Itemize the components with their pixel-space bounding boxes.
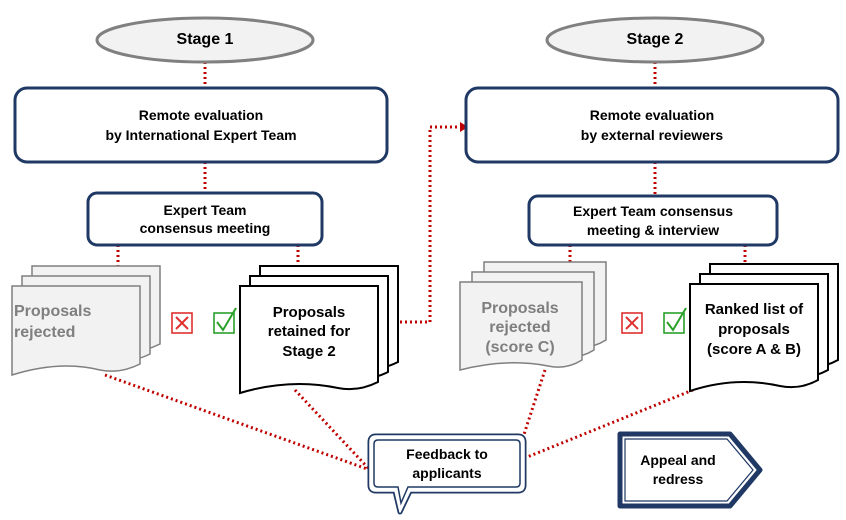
arrowhead (460, 122, 468, 132)
connector-retained-to-feedback (293, 388, 372, 472)
stage1-title: Stage 1 (176, 31, 234, 49)
stage2-title: Stage 2 (626, 31, 684, 49)
consensus-box-2 (527, 194, 779, 247)
feedback-callout-inner (373, 439, 521, 506)
consensus-box-1 (86, 191, 324, 247)
ranked-docs (689, 263, 839, 393)
accept-icon-1 (213, 307, 237, 334)
stage2-ellipse (545, 16, 765, 64)
appeal-shape-inner (624, 438, 754, 502)
retained-docs (239, 265, 399, 395)
remote-eval-box-1 (13, 86, 389, 164)
reject-icon-2 (621, 312, 643, 334)
reject-icon-1 (171, 312, 193, 334)
connector-ranked-to-feedback (514, 373, 731, 464)
remote-eval-box-2 (464, 86, 840, 164)
connector-rejected1-to-feedback (104, 373, 371, 472)
connector-retained-to-stage2 (400, 125, 460, 324)
accept-icon-2 (663, 307, 687, 334)
appeal-shape (617, 431, 763, 509)
stage1-ellipse (95, 16, 315, 64)
rejected-docs-1 (11, 265, 161, 377)
rejected-docs-2 (459, 261, 607, 371)
